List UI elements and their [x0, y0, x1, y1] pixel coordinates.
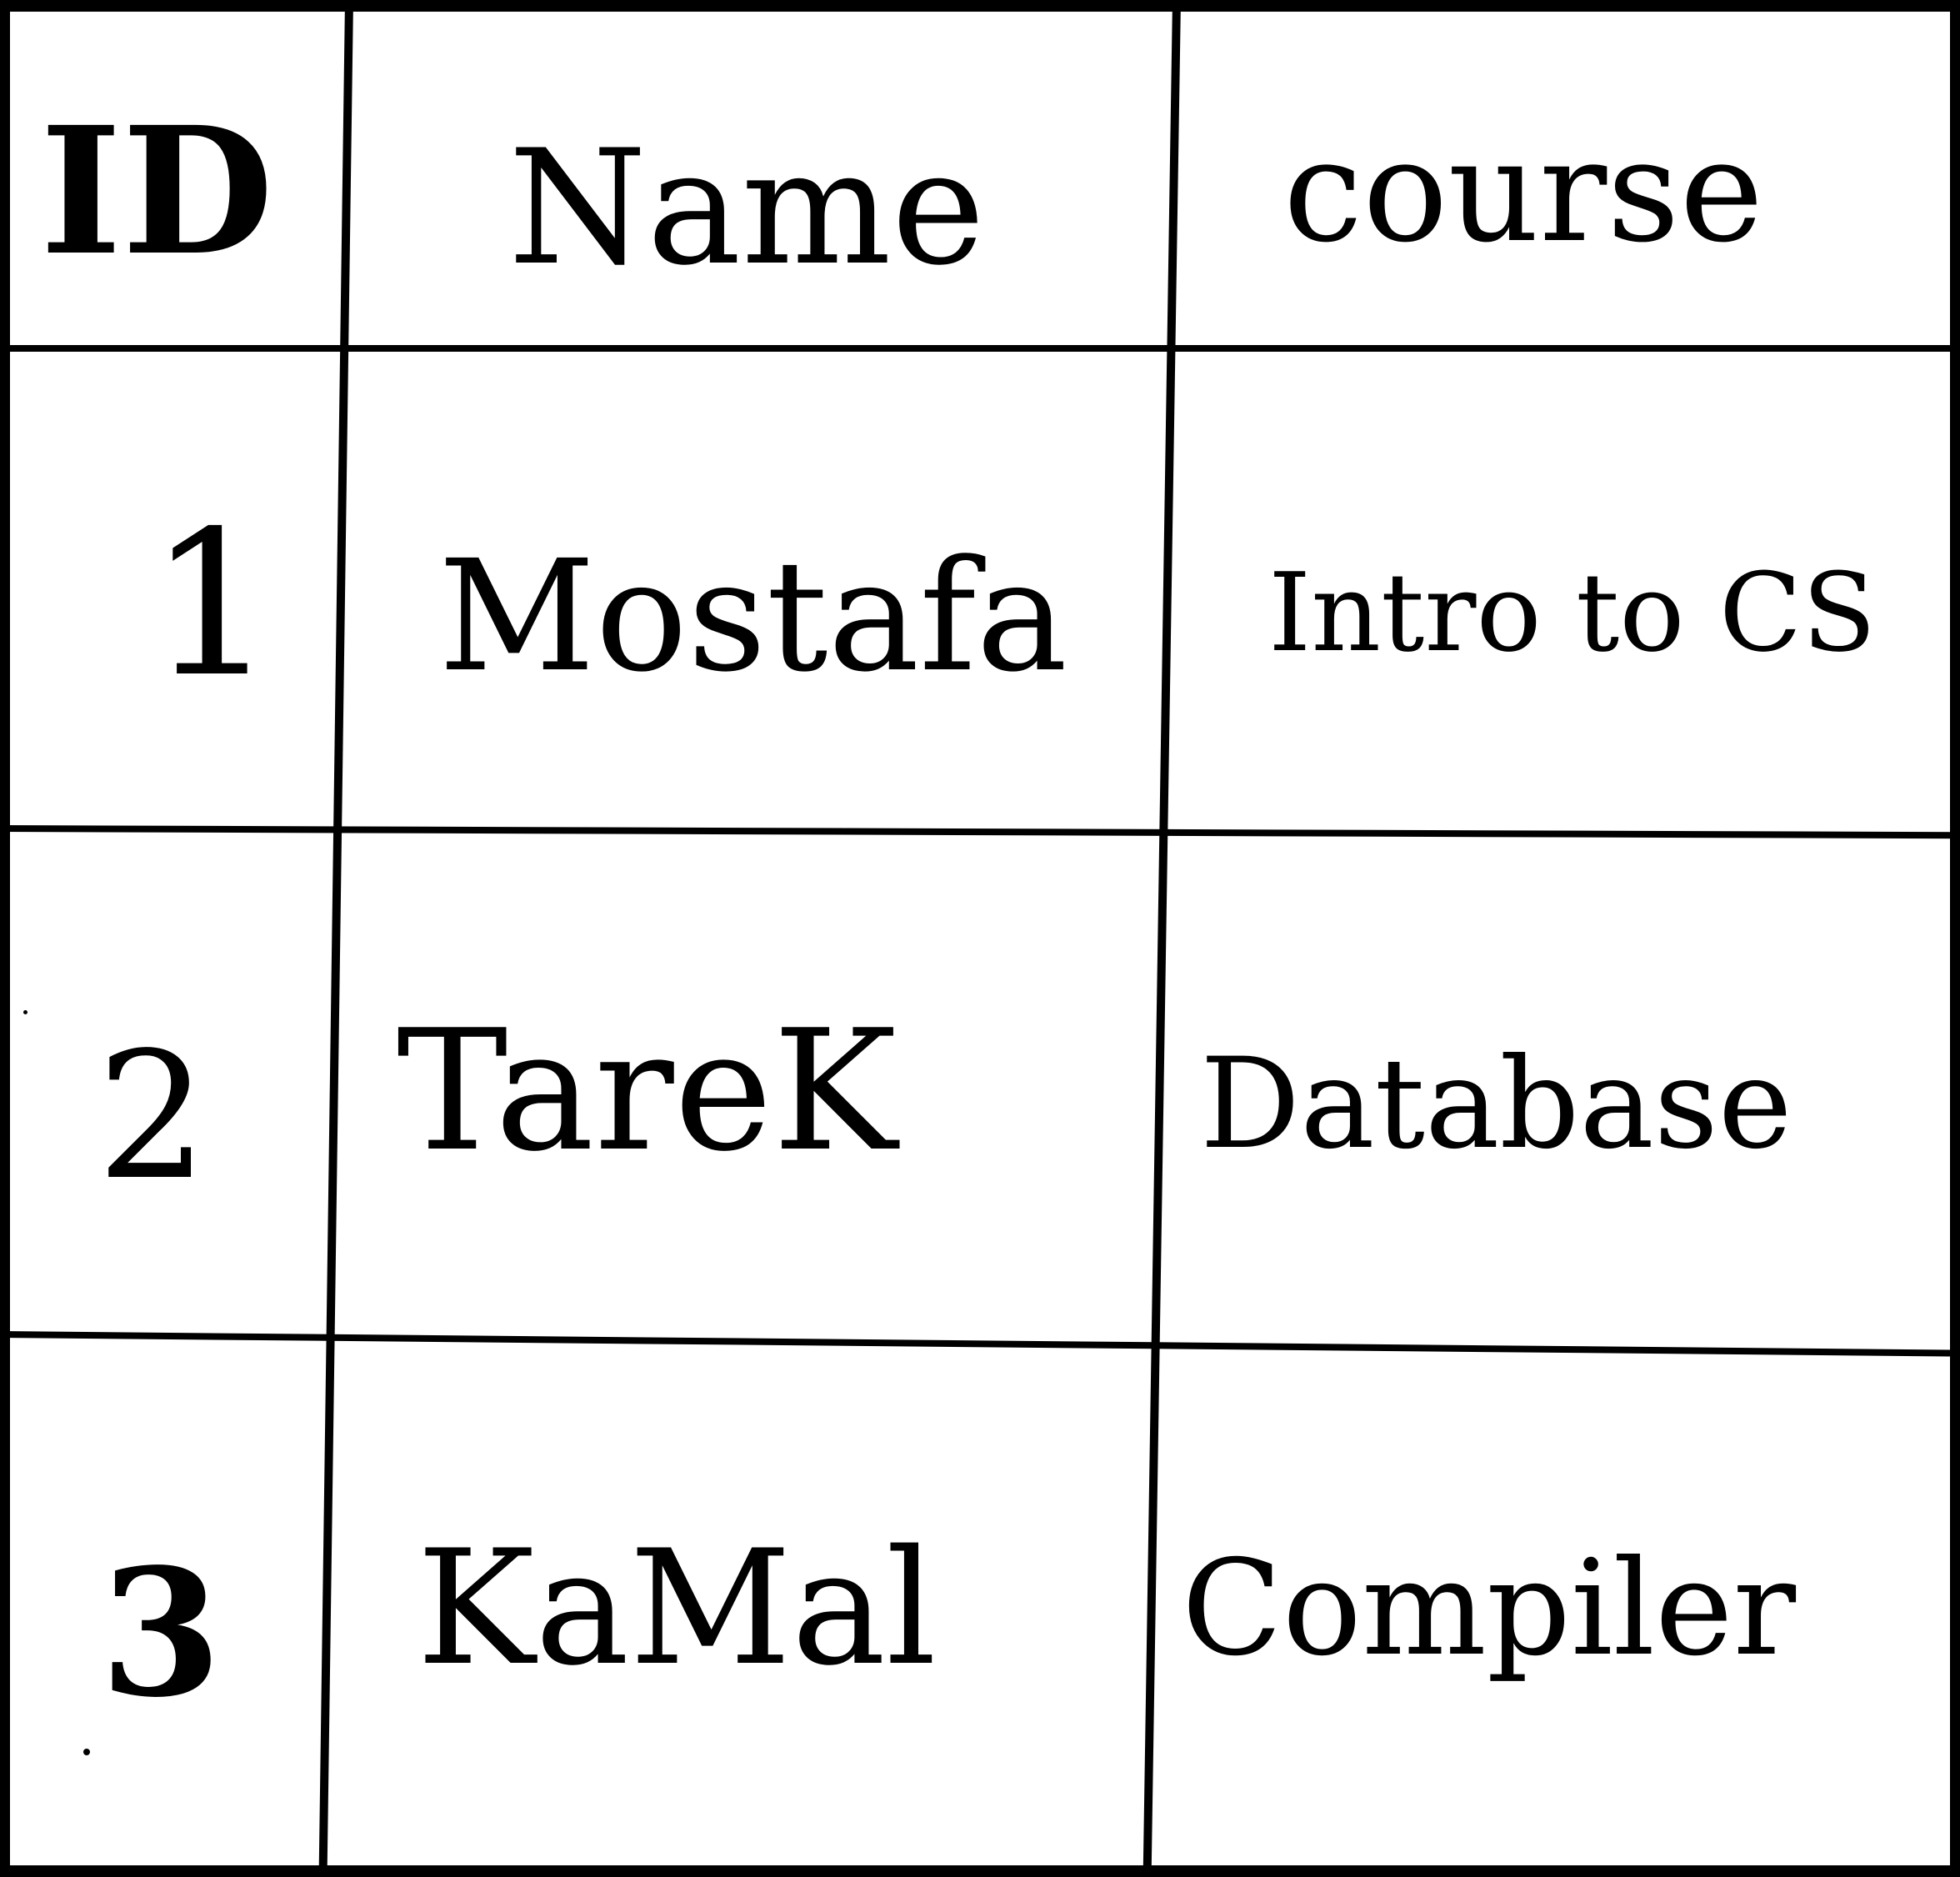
- row-divider: [0, 1331, 1960, 1357]
- cell-course: Database: [1200, 1032, 1792, 1177]
- row-divider: [0, 345, 1960, 352]
- cell-name: KaMal: [417, 1516, 937, 1700]
- cell-id: 2: [97, 1014, 208, 1219]
- header-course: course: [1283, 109, 1764, 274]
- paper-speck: [23, 1010, 28, 1014]
- column-divider: [318, 0, 353, 1877]
- cell-id: 3: [100, 1530, 222, 1736]
- header-id: ID: [40, 88, 274, 294]
- table-border-bottom: [0, 1865, 1960, 1877]
- paper-speck: [83, 1749, 90, 1755]
- cell-id: 1: [148, 488, 276, 721]
- cell-course: Intro to CS: [1268, 549, 1877, 676]
- cell-course: Compiler: [1182, 1532, 1797, 1685]
- table-border-right: [1950, 0, 1960, 1877]
- header-name: Name: [508, 116, 986, 300]
- row-divider: [0, 825, 1960, 839]
- table-border-left: [0, 0, 10, 1877]
- cell-name: Mostafa: [438, 528, 1068, 706]
- table-border-top: [0, 0, 1960, 12]
- cell-name: TareK: [397, 994, 898, 1189]
- column-divider: [1142, 0, 1181, 1877]
